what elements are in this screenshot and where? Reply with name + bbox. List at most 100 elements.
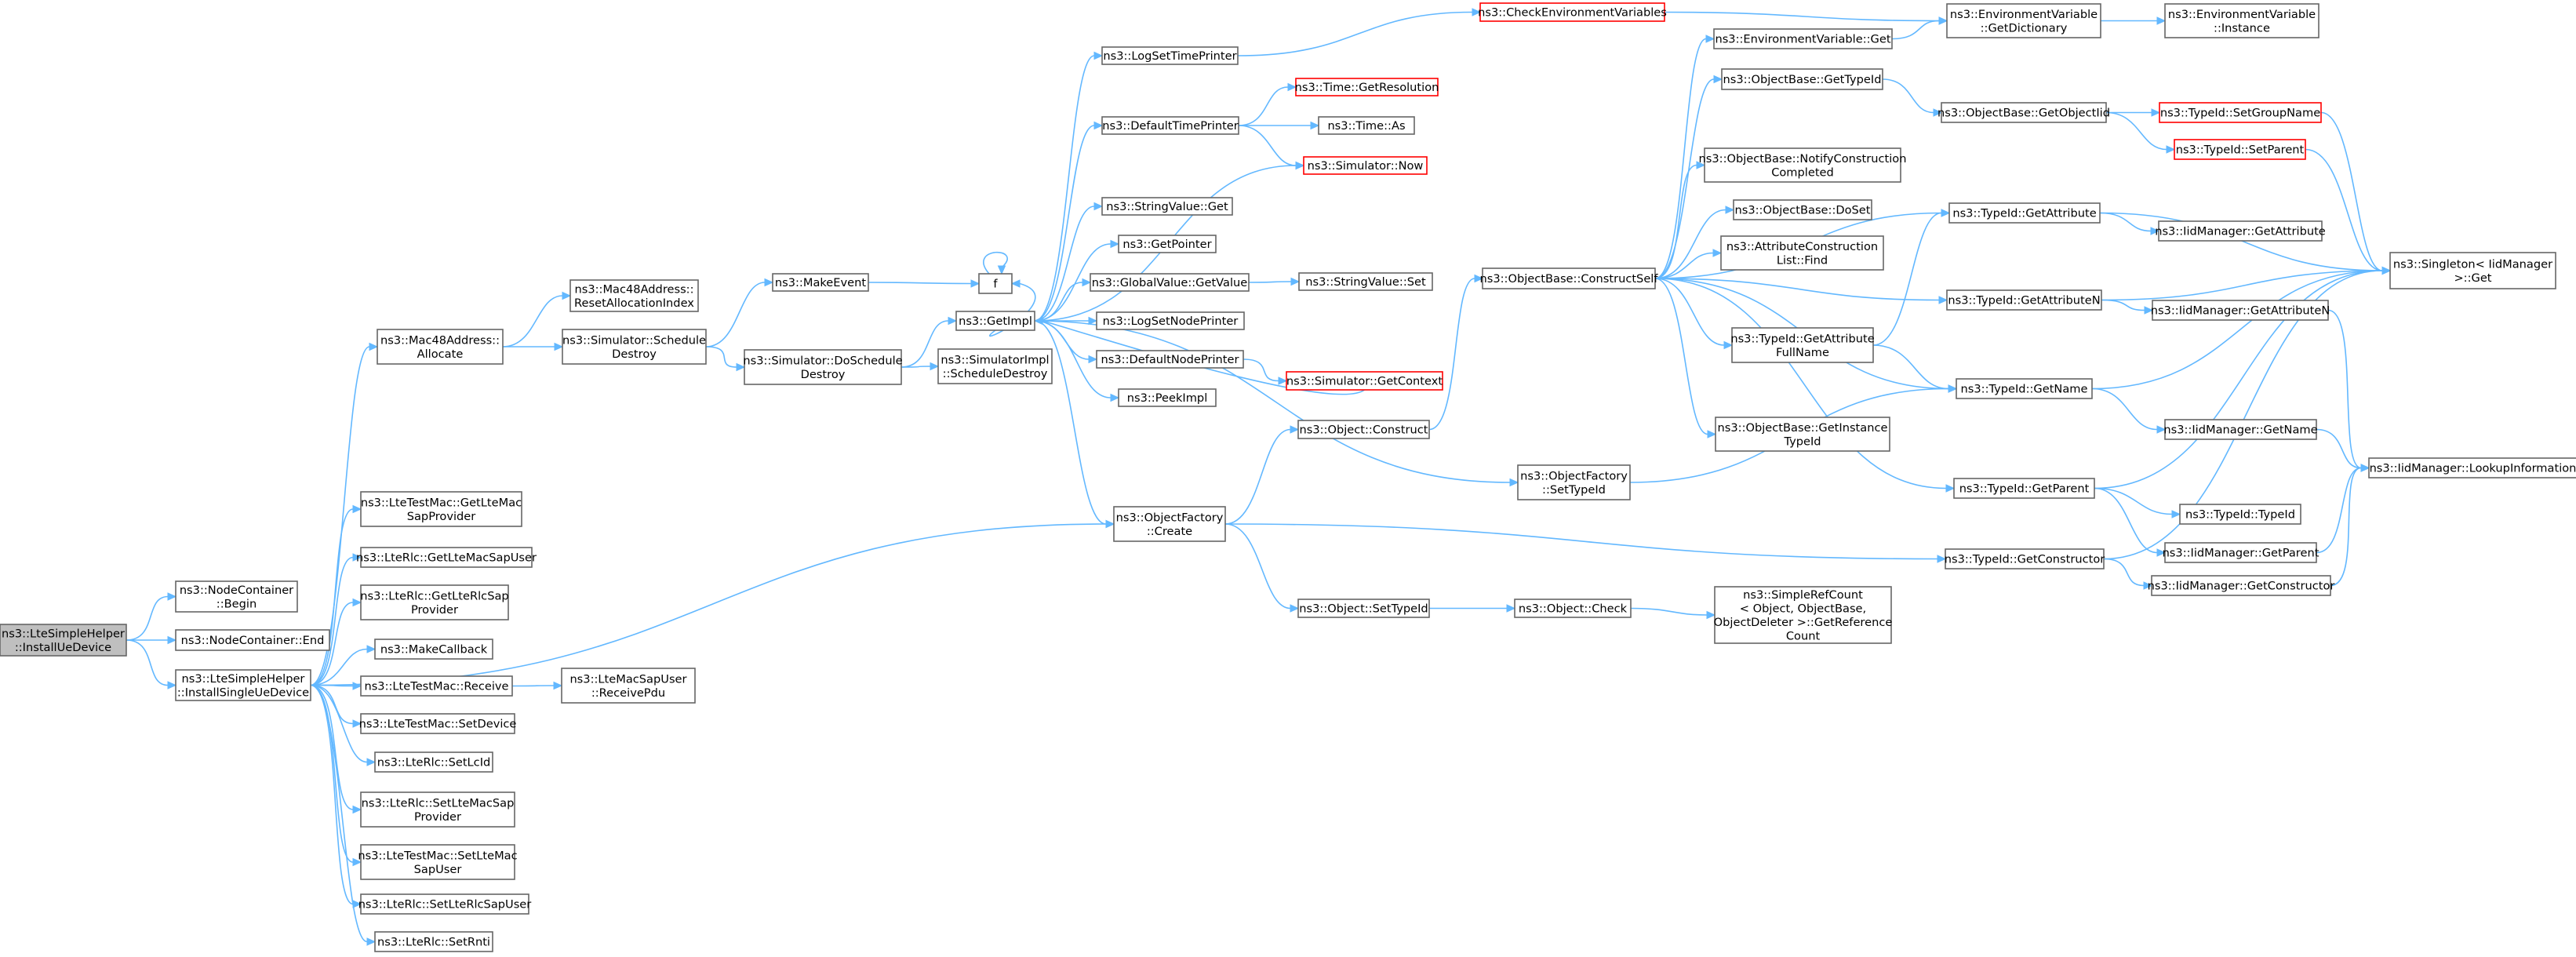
node-peek-impl[interactable]: ns3::PeekImpl	[1118, 388, 1217, 407]
node-simulator-get-context[interactable]: ns3::Simulator::GetContext	[1286, 371, 1443, 391]
node-objbase-notify[interactable]: ns3::ObjectBase::NotifyConstructionCompl…	[1699, 147, 1907, 183]
node-env-var-instance[interactable]: ns3::EnvironmentVariable::Instance	[2164, 3, 2319, 38]
edge-objbase-get-object-iid-to-typeid-set-group-name	[2106, 108, 2161, 117]
edge-objbase-construct-self-to-attr-construction-find	[1654, 249, 1723, 279]
node-box	[1101, 116, 1239, 135]
node-box	[1733, 199, 1872, 220]
node-label: TypeId	[1783, 435, 1821, 448]
node-simple-ref-count[interactable]: ns3::SimpleRefCount< Object, ObjectBase,…	[1714, 586, 1893, 644]
node-iidm-get-name[interactable]: ns3::IidManager::GetName	[2163, 419, 2318, 440]
node-mac48-alloc[interactable]: ns3::Mac48Address::Allocate	[377, 329, 504, 365]
node-box	[978, 273, 1013, 294]
node-objbase-get-typeid[interactable]: ns3::ObjectBase::GetTypeId	[1721, 68, 1883, 90]
node-ltetestmac-receive[interactable]: ns3::LteTestMac::Receive	[360, 675, 513, 697]
node-box	[1479, 2, 1665, 22]
node-make-event[interactable]: ns3::MakeEvent	[772, 273, 869, 292]
node-typeid-get-name[interactable]: ns3::TypeId::GetName	[1956, 378, 2093, 399]
edge-check-env-vars-to-env-var-get-dict	[1664, 11, 1948, 25]
node-iidm-get-attribute[interactable]: ns3::IidManager::GetAttribute	[2155, 220, 2326, 242]
node-global-value-get[interactable]: ns3::GlobalValue::GetValue	[1090, 273, 1250, 292]
node-iidm-lookup[interactable]: ns3::IidManager::LookupInformation	[2368, 457, 2576, 478]
node-mac48-reset[interactable]: ns3::Mac48Address::ResetAllocationIndex	[569, 279, 699, 312]
node-object-factory-create[interactable]: ns3::ObjectFactory::Create	[1113, 506, 1226, 542]
edge-iidm-get-constructor-to-iidm-lookup	[2330, 464, 2370, 587]
node-singleton-get[interactable]: ns3::Singleton< IidManager>::Get	[2389, 252, 2556, 289]
node-simulator-now[interactable]: ns3::Simulator::Now	[1303, 156, 1428, 175]
node-lterlc-get-mac-sap-user[interactable]: ns3::LteRlc::GetLteMacSapUser	[356, 547, 537, 568]
node-env-var-get-dict[interactable]: ns3::EnvironmentVariable::GetDictionary	[1946, 3, 2101, 38]
node-iidm-get-attributen[interactable]: ns3::IidManager::GetAttributeN	[2151, 300, 2330, 321]
node-log-set-time-printer[interactable]: ns3::LogSetTimePrinter	[1101, 46, 1239, 65]
node-box	[175, 580, 298, 613]
node-get-pointer[interactable]: ns3::GetPointer	[1118, 235, 1217, 253]
node-ltemacsapuser-receive-pdu[interactable]: ns3::LteMacSapUser::ReceivePdu	[561, 668, 696, 704]
edge-objbase-construct-self-to-objbase-doset	[1654, 206, 1735, 279]
node-root[interactable]: ns3::LteSimpleHelper::InstallUeDevice	[0, 624, 127, 657]
node-string-value-set[interactable]: ns3::StringValue::Set	[1298, 272, 1433, 291]
node-env-var-get[interactable]: ns3::EnvironmentVariable::Get	[1713, 28, 1893, 49]
node-sim-sched-destroy[interactable]: ns3::Simulator::ScheduleDestroy	[562, 329, 707, 365]
node-label: SapUser	[414, 863, 462, 876]
node-label: ns3::CheckEnvironmentVariables	[1478, 6, 1667, 20]
node-box	[2164, 419, 2317, 440]
node-box	[1297, 599, 1430, 618]
node-label: ns3::LteSimpleHelper	[182, 672, 305, 686]
edge-sim-do-sched-destroy-to-get-impl	[901, 316, 958, 368]
node-label: >::Get	[2454, 271, 2491, 285]
node-check-env-vars[interactable]: ns3::CheckEnvironmentVariables	[1478, 2, 1667, 22]
node-typeid-set-group-name[interactable]: ns3::TypeId::SetGroupName	[2159, 102, 2322, 123]
node-label: ns3::Simulator::DoSchedule	[743, 354, 902, 367]
node-f[interactable]: f	[978, 273, 1013, 294]
node-object-check[interactable]: ns3::Object::Check	[1514, 599, 1632, 618]
node-log-set-node-printer[interactable]: ns3::LogSetNodePrinter	[1096, 311, 1245, 330]
node-label: SapProvider	[407, 510, 476, 523]
node-typeid-set-parent[interactable]: ns3::TypeId::SetParent	[2174, 139, 2306, 160]
node-objbase-get-object-iid[interactable]: ns3::ObjectBase::GetObjectIid	[1937, 102, 2110, 123]
node-typeid-get-parent[interactable]: ns3::TypeId::GetParent	[1953, 478, 2095, 499]
node-string-value-get[interactable]: ns3::StringValue::Get	[1101, 197, 1233, 216]
node-objbase-doset[interactable]: ns3::ObjectBase::DoSet	[1733, 199, 1872, 220]
node-nc-begin[interactable]: ns3::NodeContainer::Begin	[175, 580, 298, 613]
node-nc-end[interactable]: ns3::NodeContainer::End	[175, 629, 330, 651]
node-default-node-printer[interactable]: ns3::DefaultNodePrinter	[1096, 350, 1244, 369]
node-time-as[interactable]: ns3::Time::As	[1318, 116, 1415, 135]
node-label: List::Find	[1777, 253, 1828, 267]
node-typeid-get-attributen[interactable]: ns3::TypeId::GetAttributeN	[1946, 289, 2102, 311]
node-label: ns3::Mac48Address::	[574, 282, 693, 296]
node-label: ::GetDictionary	[1981, 21, 2068, 35]
node-box	[2164, 542, 2317, 563]
node-default-time-printer[interactable]: ns3::DefaultTimePrinter	[1101, 116, 1239, 135]
node-ltetestmac-set-device[interactable]: ns3::LteTestMac::SetDevice	[359, 713, 517, 734]
node-lterlc-set-rnti[interactable]: ns3::LteRlc::SetRnti	[374, 931, 493, 952]
node-iidm-get-parent[interactable]: ns3::IidManager::GetParent	[2163, 542, 2319, 563]
node-label: ns3::Object::Check	[1519, 602, 1628, 616]
node-simimpl-sched-destroy[interactable]: ns3::SimulatorImpl::ScheduleDestroy	[937, 348, 1053, 384]
node-make-callback[interactable]: ns3::MakeCallback	[374, 639, 493, 660]
node-get-impl[interactable]: ns3::GetImpl	[955, 311, 1035, 331]
node-time-get-resolution[interactable]: ns3::Time::GetResolution	[1295, 78, 1439, 96]
node-label: ns3::LteRlc::SetLcId	[377, 756, 491, 770]
node-object-factory-set-typeid[interactable]: ns3::ObjectFactory::SetTypeId	[1517, 464, 1631, 500]
edge-objbase-construct-self-to-typeid-get-parent	[1654, 278, 1956, 493]
node-typeid-typeid[interactable]: ns3::TypeId::TypeId	[2179, 504, 2301, 525]
node-typeid-get-attribute[interactable]: ns3::TypeId::GetAttribute	[1948, 202, 2101, 224]
node-label: ns3::LteTestMac::SetLteMac	[358, 849, 517, 862]
node-objbase-construct-self[interactable]: ns3::ObjectBase::ConstructSelf	[1480, 267, 1659, 289]
node-object-set-typeid[interactable]: ns3::Object::SetTypeId	[1297, 599, 1430, 618]
node-install-single[interactable]: ns3::LteSimpleHelper::InstallSingleUeDev…	[175, 669, 311, 701]
node-object-construct[interactable]: ns3::Object::Construct	[1297, 420, 1430, 439]
node-typeid-get-constructor[interactable]: ns3::TypeId::GetConstructor	[1945, 548, 2105, 569]
node-box	[1956, 378, 2093, 399]
edge-objbase-construct-self-to-objbase-get-instance-typeid	[1654, 278, 1717, 438]
node-lterlc-set-rlc-sap-user[interactable]: ns3::LteRlc::SetLteRlcSapUser	[358, 893, 532, 915]
node-iidm-get-constructor[interactable]: ns3::IidManager::GetConstructor	[2148, 575, 2335, 596]
node-lterlc-set-lcid[interactable]: ns3::LteRlc::SetLcId	[374, 751, 493, 773]
